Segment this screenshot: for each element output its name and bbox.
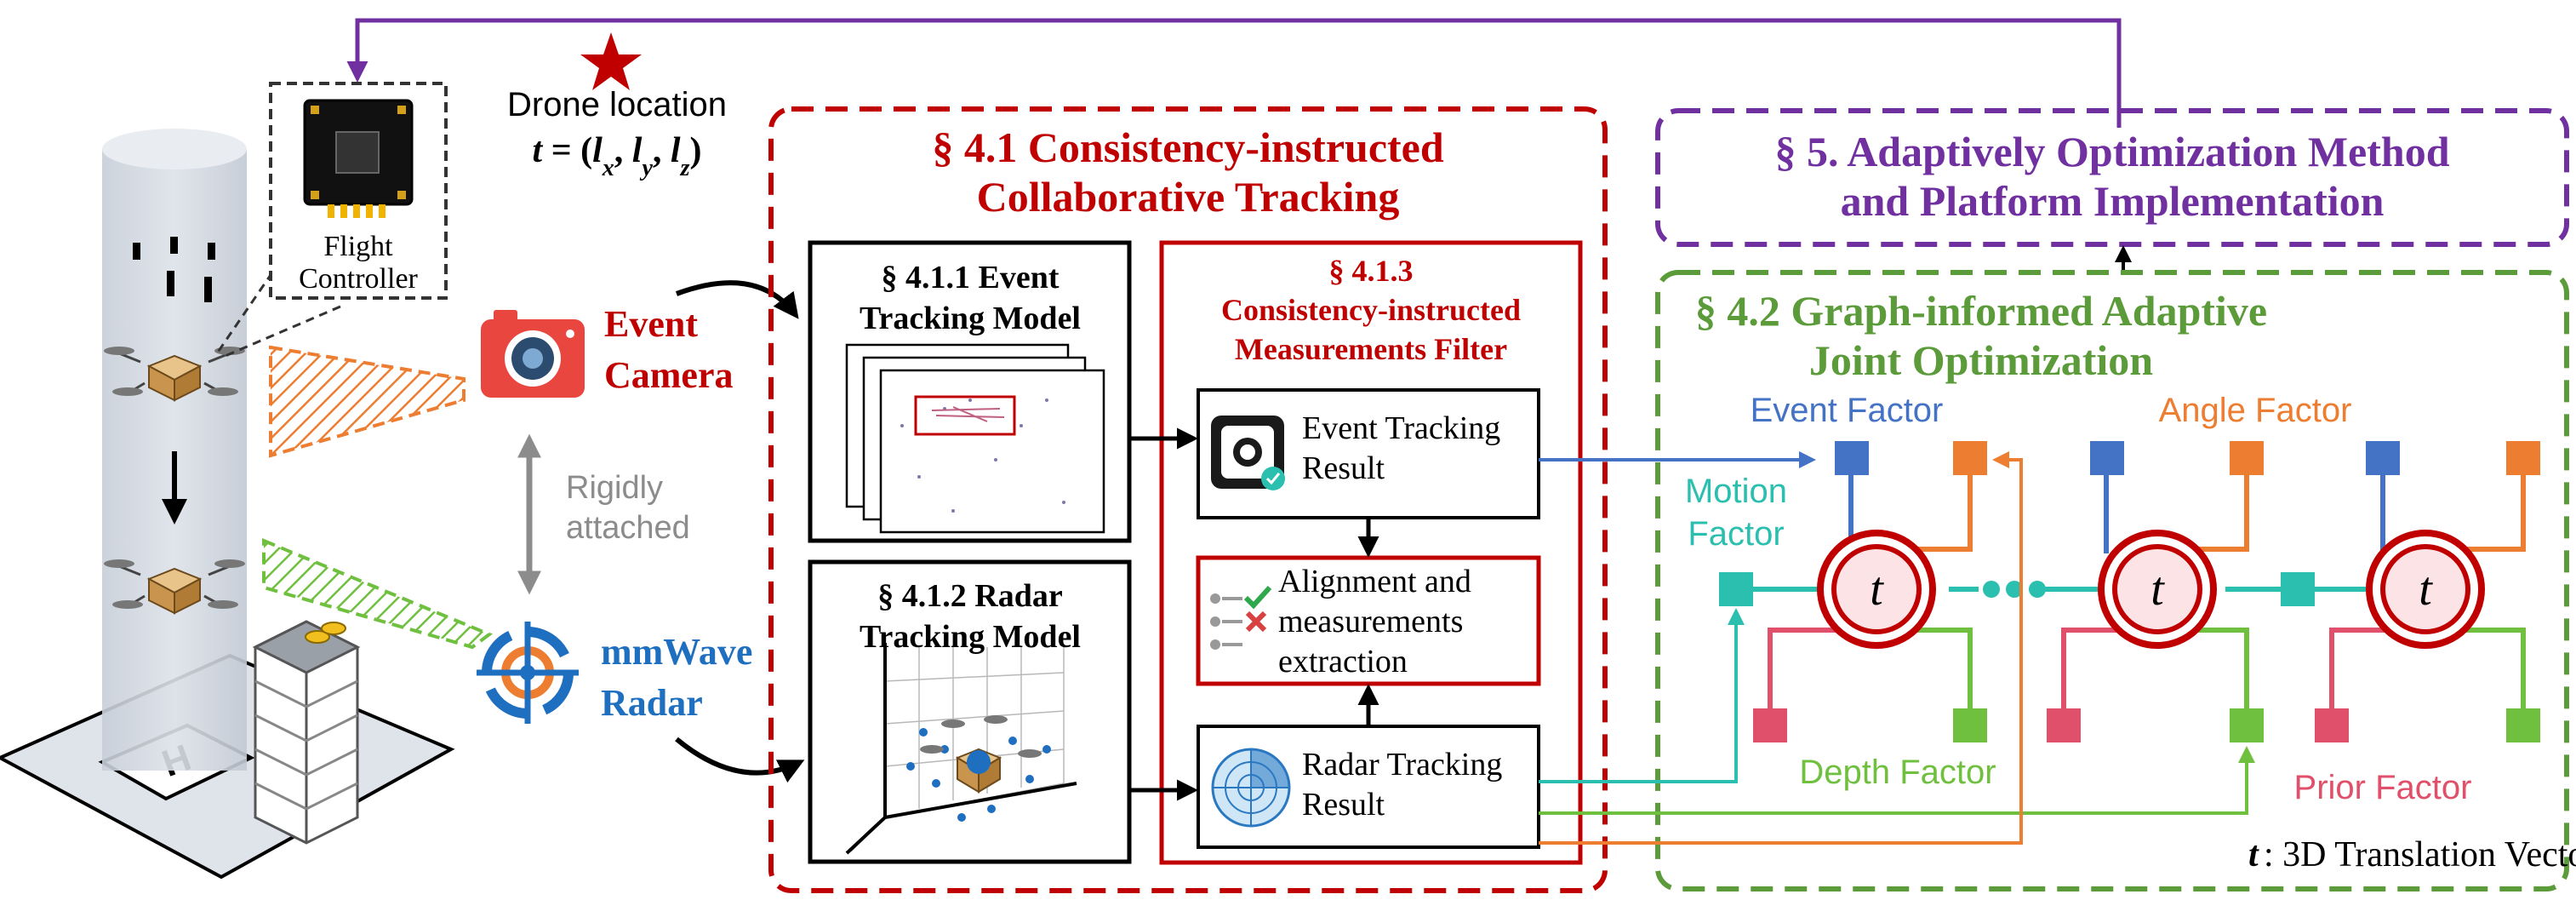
radar-result-to-depth-factor: [1539, 746, 2255, 815]
building-icon: [252, 620, 361, 845]
motion-factor-label-line2: Factor: [1688, 515, 1784, 553]
event-camera-fov: [269, 345, 466, 458]
depth-factor-node-1: [1953, 708, 1987, 742]
radar-model-title-line2: Tracking Model: [860, 619, 1081, 655]
mmwave-label-line2: Radar: [601, 682, 703, 724]
section-4-2-container: [1655, 270, 2569, 891]
radar-result-line2: Result: [1302, 787, 1385, 823]
radar-fov: [262, 538, 494, 650]
flight-controller-label-line1: Flight: [323, 231, 393, 262]
legend-text: : 3D Translation Vector: [2264, 835, 2576, 874]
camera-icon: [481, 310, 585, 398]
alignment-line1: Alignment and: [1278, 564, 1471, 599]
prior-factor-label: Prior Factor: [2294, 769, 2472, 806]
radar-point-cloud: [906, 728, 1051, 822]
chain-ellipsis: [1983, 581, 2046, 598]
alignment-line2: measurements: [1278, 604, 1463, 639]
section-4-2-title-line1: § 4.2 Graph-informed Adaptive: [1695, 287, 2267, 335]
legend-symbol: t: [2248, 835, 2259, 874]
drone-location-label: Drone location: [507, 86, 727, 123]
radar-tracking-result-box: [1197, 725, 1540, 849]
event-camera-label-line2: Camera: [604, 354, 734, 396]
filter-title-line1: § 4.1.3: [1329, 254, 1414, 288]
mmwave-label-line1: mmWave: [601, 631, 752, 673]
variable-node-3: [2366, 530, 2485, 649]
depth-factor-node-3: [2506, 708, 2540, 742]
event-detection-bbox: [914, 395, 1016, 436]
event-factor-label: Event Factor: [1751, 392, 1944, 429]
variable-node-2-symbol: t: [2150, 563, 2165, 616]
event-result-line1: Event Tracking: [1302, 410, 1500, 446]
star-icon: [580, 32, 642, 90]
flight-controller-label-line2: Controller: [299, 263, 418, 295]
event-model-title-line2: Tracking Model: [860, 301, 1081, 336]
factor-squares: [1719, 441, 2540, 742]
event-tracking-model-box: [808, 240, 1132, 543]
event-factor-node-1: [1835, 441, 1869, 475]
rigidly-attached-line2: attached: [566, 510, 690, 546]
radar-result-to-angle-factor: [1539, 451, 2023, 845]
event-factor-node-3: [2366, 441, 2400, 475]
rigidly-attached-line1: Rigidly: [566, 470, 663, 506]
variable-node-2: [2098, 530, 2217, 649]
prior-factor-node-2: [2047, 708, 2081, 742]
radar-model-title-line1: § 4.1.2 Radar: [877, 578, 1063, 614]
motion-dashes: [133, 237, 215, 302]
prior-factor-node-3: [2315, 708, 2349, 742]
variable-node-3-symbol: t: [2419, 563, 2433, 616]
alignment-line3: extraction: [1278, 644, 1408, 679]
radar-tracking-model-box: [808, 559, 1132, 864]
angle-factor-node-1: [1953, 441, 1987, 475]
angle-factor-label: Angle Factor: [2159, 392, 2352, 429]
event-result-line2: Result: [1302, 450, 1385, 486]
event-tracking-result-box: [1197, 388, 1540, 519]
section-4-1-container: [768, 106, 1608, 893]
motion-factor-node-2: [2281, 572, 2315, 606]
variable-node-1-symbol: t: [1870, 563, 1884, 616]
factor-graph-edges: [1736, 460, 2526, 725]
radar-to-radar-model-arrow: [675, 737, 805, 783]
alignment-icon: [1210, 585, 1272, 650]
camera-to-event-model-arrow: [675, 280, 799, 319]
radar-drone-cluster: [920, 715, 1042, 758]
alignment-box: [1196, 555, 1541, 686]
depth-factor-label: Depth Factor: [1799, 754, 1996, 791]
radar-result-icon: [1211, 748, 1291, 828]
drone-icon-lower: [104, 559, 245, 615]
event-camera-label-line1: Event: [604, 303, 698, 345]
section-5-title-line1: § 5. Adaptively Optimization Method: [1774, 128, 2449, 175]
radar-result-line1: Radar Tracking: [1302, 747, 1502, 782]
filter-title-line3: Measurements Filter: [1235, 332, 1507, 366]
flight-controller-icon: [303, 99, 414, 218]
sky-column: [102, 129, 247, 771]
section-5-title-line2: and Platform Implementation: [1841, 177, 2385, 225]
feedback-arrow: [346, 18, 2122, 128]
event-blob: [931, 406, 1005, 422]
angle-factor-node-3: [2506, 441, 2540, 475]
radar-drone-icon: [955, 748, 1002, 794]
filter-title-line2: Consistency-instructed: [1221, 293, 1521, 327]
section-4-1-title-line2: Collaborative Tracking: [977, 173, 1400, 221]
radar-result-to-motion-factor: [1539, 608, 1745, 783]
angle-factor-node-2: [2230, 441, 2264, 475]
section-4-1-title-line1: § 4.1 Consistency-instructed: [932, 123, 1444, 171]
prior-factor-node-1: [1753, 708, 1787, 742]
motion-factor-label-line1: Motion: [1685, 473, 1787, 510]
radar-icon: [477, 622, 579, 724]
drone-location-formula: t = (lx, ly, lz): [533, 131, 702, 181]
event-model-title-line1: § 4.1.1 Event: [882, 260, 1060, 295]
section-4-2-title-line2: Joint Optimization: [1809, 336, 2153, 384]
event-result-icon: [1211, 416, 1285, 490]
event-factor-node-2: [2090, 441, 2124, 475]
depth-factor-node-2: [2230, 708, 2264, 742]
motion-factor-node-1: [1719, 572, 1753, 606]
variable-node-1: [1817, 530, 1936, 649]
